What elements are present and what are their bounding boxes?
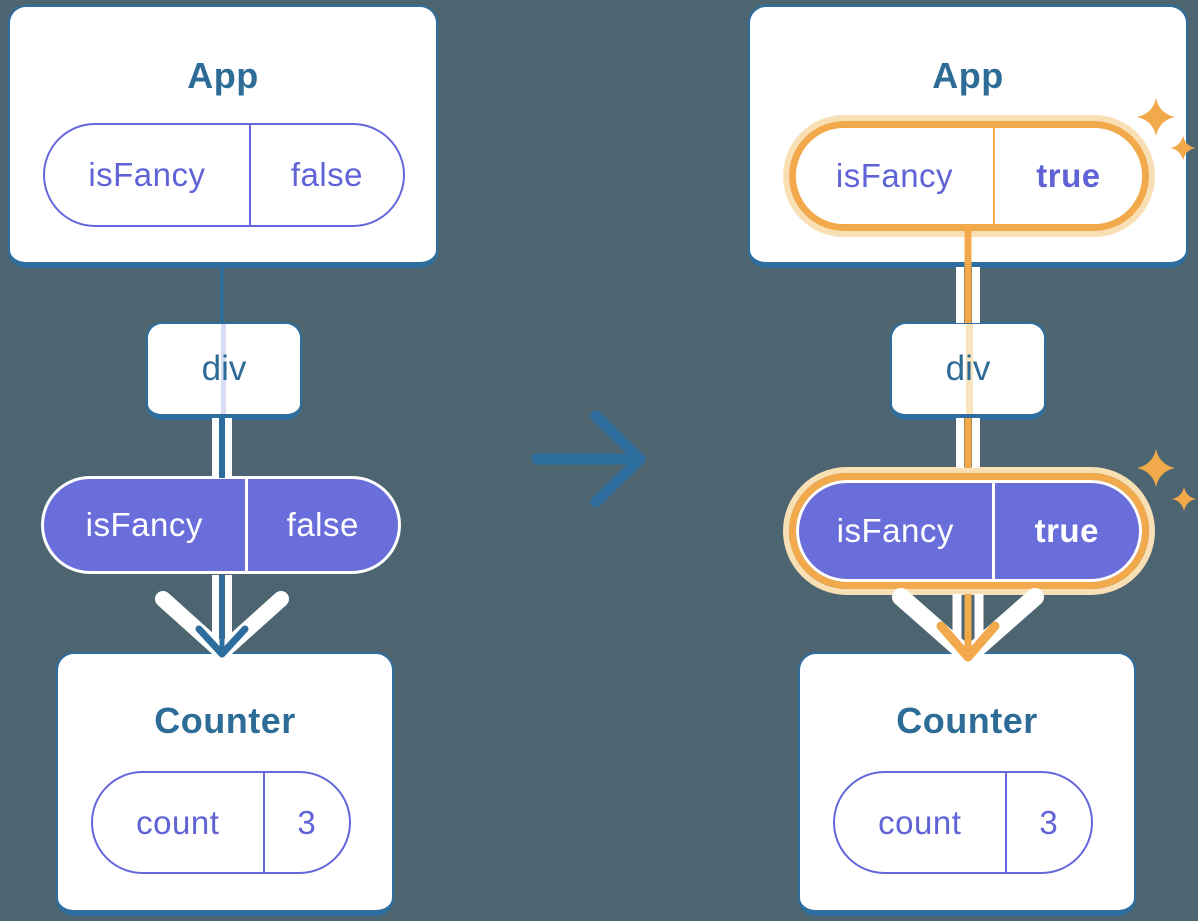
prop-thread-line-highlight bbox=[966, 324, 973, 414]
right-counter-title: Counter bbox=[896, 700, 1038, 741]
right-counter-card: Counter count 3 bbox=[798, 652, 1136, 916]
right-app-state-pill: isFancy true bbox=[796, 128, 1142, 224]
left-app-title: App bbox=[187, 55, 259, 96]
state-value-label: 3 bbox=[1039, 803, 1059, 841]
white-chevron-down-icon bbox=[155, 591, 289, 660]
prop-value-label: true bbox=[1034, 512, 1099, 549]
right-prop-pill: isFancy true bbox=[796, 480, 1142, 582]
sparkle-icon bbox=[1172, 487, 1196, 511]
right-app-state-pill-highlight-ring: isFancy true bbox=[789, 121, 1149, 231]
right-app-div-connector bbox=[956, 267, 980, 323]
left-pass-down-arrow bbox=[155, 575, 289, 660]
state-name-label: count bbox=[835, 773, 1007, 872]
state-name-label: isFancy bbox=[45, 125, 251, 225]
state-value-label: true bbox=[1036, 157, 1101, 194]
state-value-label: false bbox=[290, 156, 364, 193]
left-counter-card: Counter count 3 bbox=[56, 652, 394, 916]
transition-arrow-icon bbox=[531, 410, 646, 508]
sparkle-icon bbox=[1137, 449, 1175, 487]
right-pass-down-arrow bbox=[892, 588, 1044, 665]
white-chevron-down-icon bbox=[892, 588, 1044, 665]
left-app-state-pill: isFancy false bbox=[43, 123, 405, 227]
down-arrowhead-icon bbox=[195, 625, 249, 658]
state-name-label: isFancy bbox=[796, 128, 995, 224]
prop-name-label: isFancy bbox=[44, 479, 248, 571]
right-prop-pill-highlight-ring: isFancy true bbox=[789, 473, 1149, 589]
state-value-label: 3 bbox=[297, 803, 317, 841]
right-div-pill-connector bbox=[956, 418, 980, 468]
right-div-label: div bbox=[945, 349, 991, 388]
left-prop-pill: isFancy false bbox=[41, 476, 401, 574]
sparkle-group-prop bbox=[1137, 449, 1196, 511]
prop-value-label: false bbox=[286, 506, 359, 543]
left-counter-title: Counter bbox=[154, 700, 296, 741]
left-app-card: App isFancy false bbox=[8, 5, 438, 268]
prop-thread-line bbox=[221, 324, 226, 414]
left-div-label: div bbox=[201, 349, 247, 388]
prop-name-label: isFancy bbox=[799, 483, 995, 579]
left-counter-state-pill: count 3 bbox=[91, 771, 351, 874]
right-counter-state-pill: count 3 bbox=[833, 771, 1093, 874]
state-name-label: count bbox=[93, 773, 265, 872]
left-div-card: div bbox=[146, 322, 302, 420]
left-div-pill-connector bbox=[212, 418, 232, 478]
right-app-title: App bbox=[932, 55, 1004, 96]
right-div-card: div bbox=[890, 322, 1046, 420]
